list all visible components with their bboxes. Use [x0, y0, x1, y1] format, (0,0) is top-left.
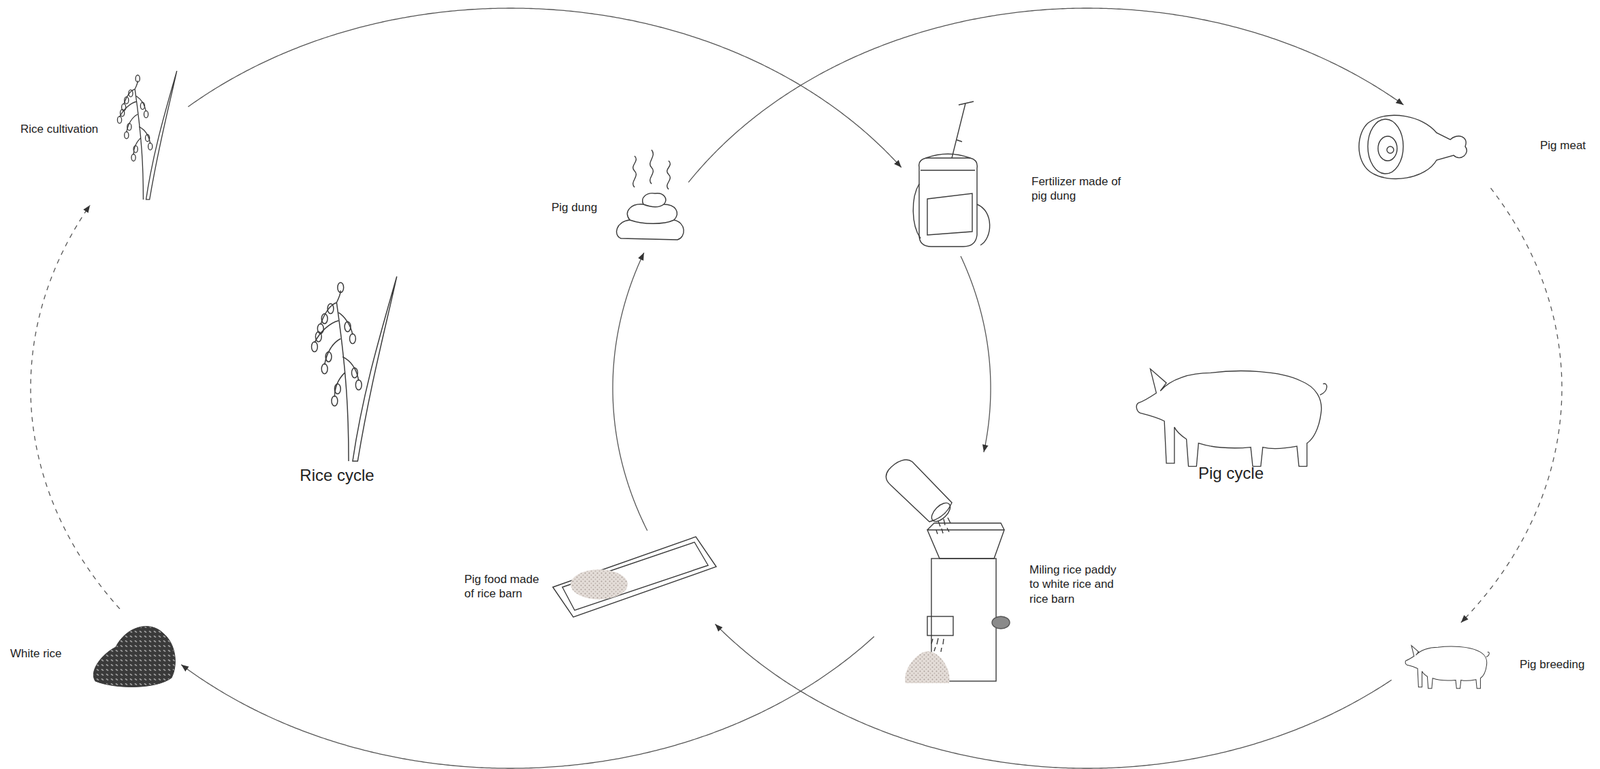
cycle-step: White rice	[6, 612, 178, 692]
step-label: Pig meat	[1540, 138, 1586, 153]
pig-figure	[1136, 369, 1327, 467]
step-label: White rice	[10, 646, 62, 661]
pig-dung-icon	[616, 149, 685, 240]
pig-breeding-icon	[1405, 645, 1490, 689]
rice-plant-icon	[117, 70, 177, 200]
step-label: Miling rice paddy to white rice and rice…	[1029, 562, 1127, 606]
cycle-step: Pig breeding	[1395, 626, 1594, 698]
white-rice-icon	[93, 626, 175, 687]
cycle-title: Rice cycle	[299, 465, 374, 485]
cycle-title: Pig cycle	[1198, 463, 1264, 483]
cycle-arrow	[612, 252, 648, 531]
cycle-step: Pig meat	[1358, 108, 1594, 184]
rice-plant-figure	[311, 276, 397, 461]
rice-mill-icon	[886, 459, 1010, 683]
trough-icon	[552, 536, 717, 617]
cycle-step: Pig dung	[548, 149, 685, 249]
cycle-step: Fertilizer made of pig dung	[905, 98, 1131, 252]
cycle-arrow	[30, 204, 120, 609]
ham-icon	[1358, 115, 1467, 179]
step-label: Rice cultivation	[20, 121, 99, 137]
step-label: Pig food made of rice barn	[464, 571, 547, 602]
cycle-arrow	[688, 8, 1404, 183]
cycle-step: Miling rice paddy to white rice and rice…	[878, 456, 1127, 688]
cycle-step: Rice cultivation	[17, 64, 184, 201]
step-label: Pig dung	[551, 200, 598, 215]
cycle-arrow	[960, 256, 991, 453]
step-label: Pig breeding	[1519, 657, 1585, 672]
step-label: Fertilizer made of pig dung	[1031, 174, 1124, 204]
cycle-arrow	[714, 623, 1391, 768]
cycle-step: Pig food made of rice barn	[460, 534, 719, 620]
cycle-arrow	[187, 8, 902, 168]
cycle-arrow	[1461, 187, 1562, 623]
cycle-arrow	[181, 635, 875, 768]
sprayer-icon	[913, 101, 990, 247]
